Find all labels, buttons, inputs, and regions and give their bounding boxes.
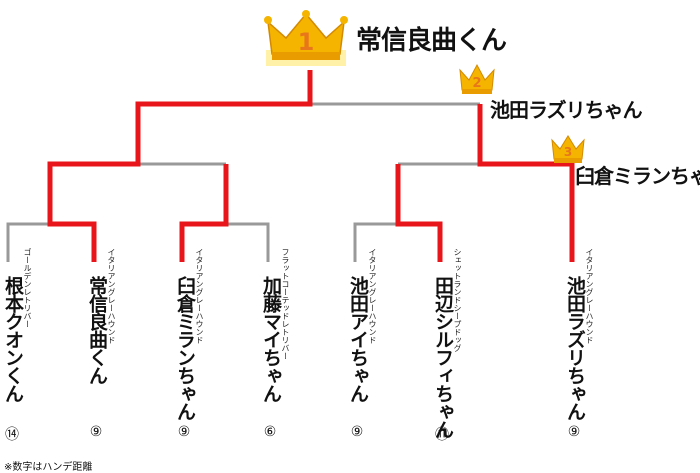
entrant-breed: イタリアングレーハウンド (368, 248, 377, 344)
entrant-breed: ゴールデンレトリバー (23, 248, 32, 328)
entrant-breed: フラットコーテッドレトリバー (281, 248, 290, 360)
entrant-6: 池田ラズリちゃん イタリアングレーハウンド (562, 248, 598, 420)
entrant-1: 常信良曲くん イタリアングレーハウンド (84, 248, 120, 416)
crown-rank-third: 3 (564, 145, 572, 159)
winner-second-name: 池田ラズリちゃん (490, 98, 643, 122)
entrant-0: 根本クオンくん ゴールデンレトリバー (0, 248, 36, 416)
crown-rank-second: 2 (472, 76, 481, 91)
entrant-distance: ⑨ (567, 424, 581, 440)
entrant-breed: イタリアングレーハウンド (107, 248, 116, 344)
entrant-5: 田辺シルフィちゃん シェットランドシープドッグ (430, 248, 466, 438)
entrant-name: 根本クオンくん (2, 276, 24, 402)
entrant-distance: ⑨ (177, 424, 191, 440)
entrant-distance: ⑨ (89, 424, 103, 440)
loser-line (6, 222, 50, 262)
winner-third-name: 臼倉ミランちゃん (575, 164, 700, 188)
entrant-breed: イタリアングレーハウンド (195, 248, 204, 344)
entrant-distance: ⑪ (435, 427, 449, 443)
entrant-name: 田辺シルフィちゃん (432, 276, 454, 438)
winner-line (179, 164, 229, 262)
winner-lines (47, 70, 575, 262)
crown-icon-first: 1 (262, 10, 350, 68)
crown-rank-first: 1 (298, 28, 315, 56)
entrant-distance: ⑨ (350, 424, 364, 440)
entrant-4: 池田アイちゃん イタリアングレーハウンド (345, 248, 381, 416)
crown-icon-second: 2 (458, 62, 496, 96)
winner-line (395, 164, 443, 262)
entrant-distance: ⑭ (5, 427, 19, 443)
crown-icon-third: 3 (550, 133, 586, 165)
footnote: ※数字はハンデ距離 (4, 462, 93, 473)
entrant-distance: ⑥ (263, 424, 277, 440)
winner-first-name: 常信良曲くん (356, 26, 507, 56)
entrant-breed: イタリアングレーハウンド (585, 248, 594, 344)
winner-line-champion (47, 70, 313, 262)
loser-line (226, 222, 270, 262)
entrant-name: 常信良曲くん (86, 276, 108, 384)
entrant-name: 池田ラズリちゃん (564, 276, 586, 420)
loser-line (353, 222, 398, 262)
entrant-name: 加藤マイちゃん (260, 276, 282, 402)
entrant-name: 臼倉ミランちゃん (174, 276, 196, 420)
loser-lines (6, 102, 480, 262)
entrant-2: 臼倉ミランちゃん イタリアングレーハウンド (172, 248, 208, 420)
entrant-breed: シェットランドシープドッグ (453, 248, 462, 352)
entrant-3: 加藤マイちゃん フラットコーテッドレトリバー (258, 248, 294, 416)
winner-line-runner-up (477, 104, 575, 262)
entrant-name: 池田アイちゃん (347, 276, 369, 402)
